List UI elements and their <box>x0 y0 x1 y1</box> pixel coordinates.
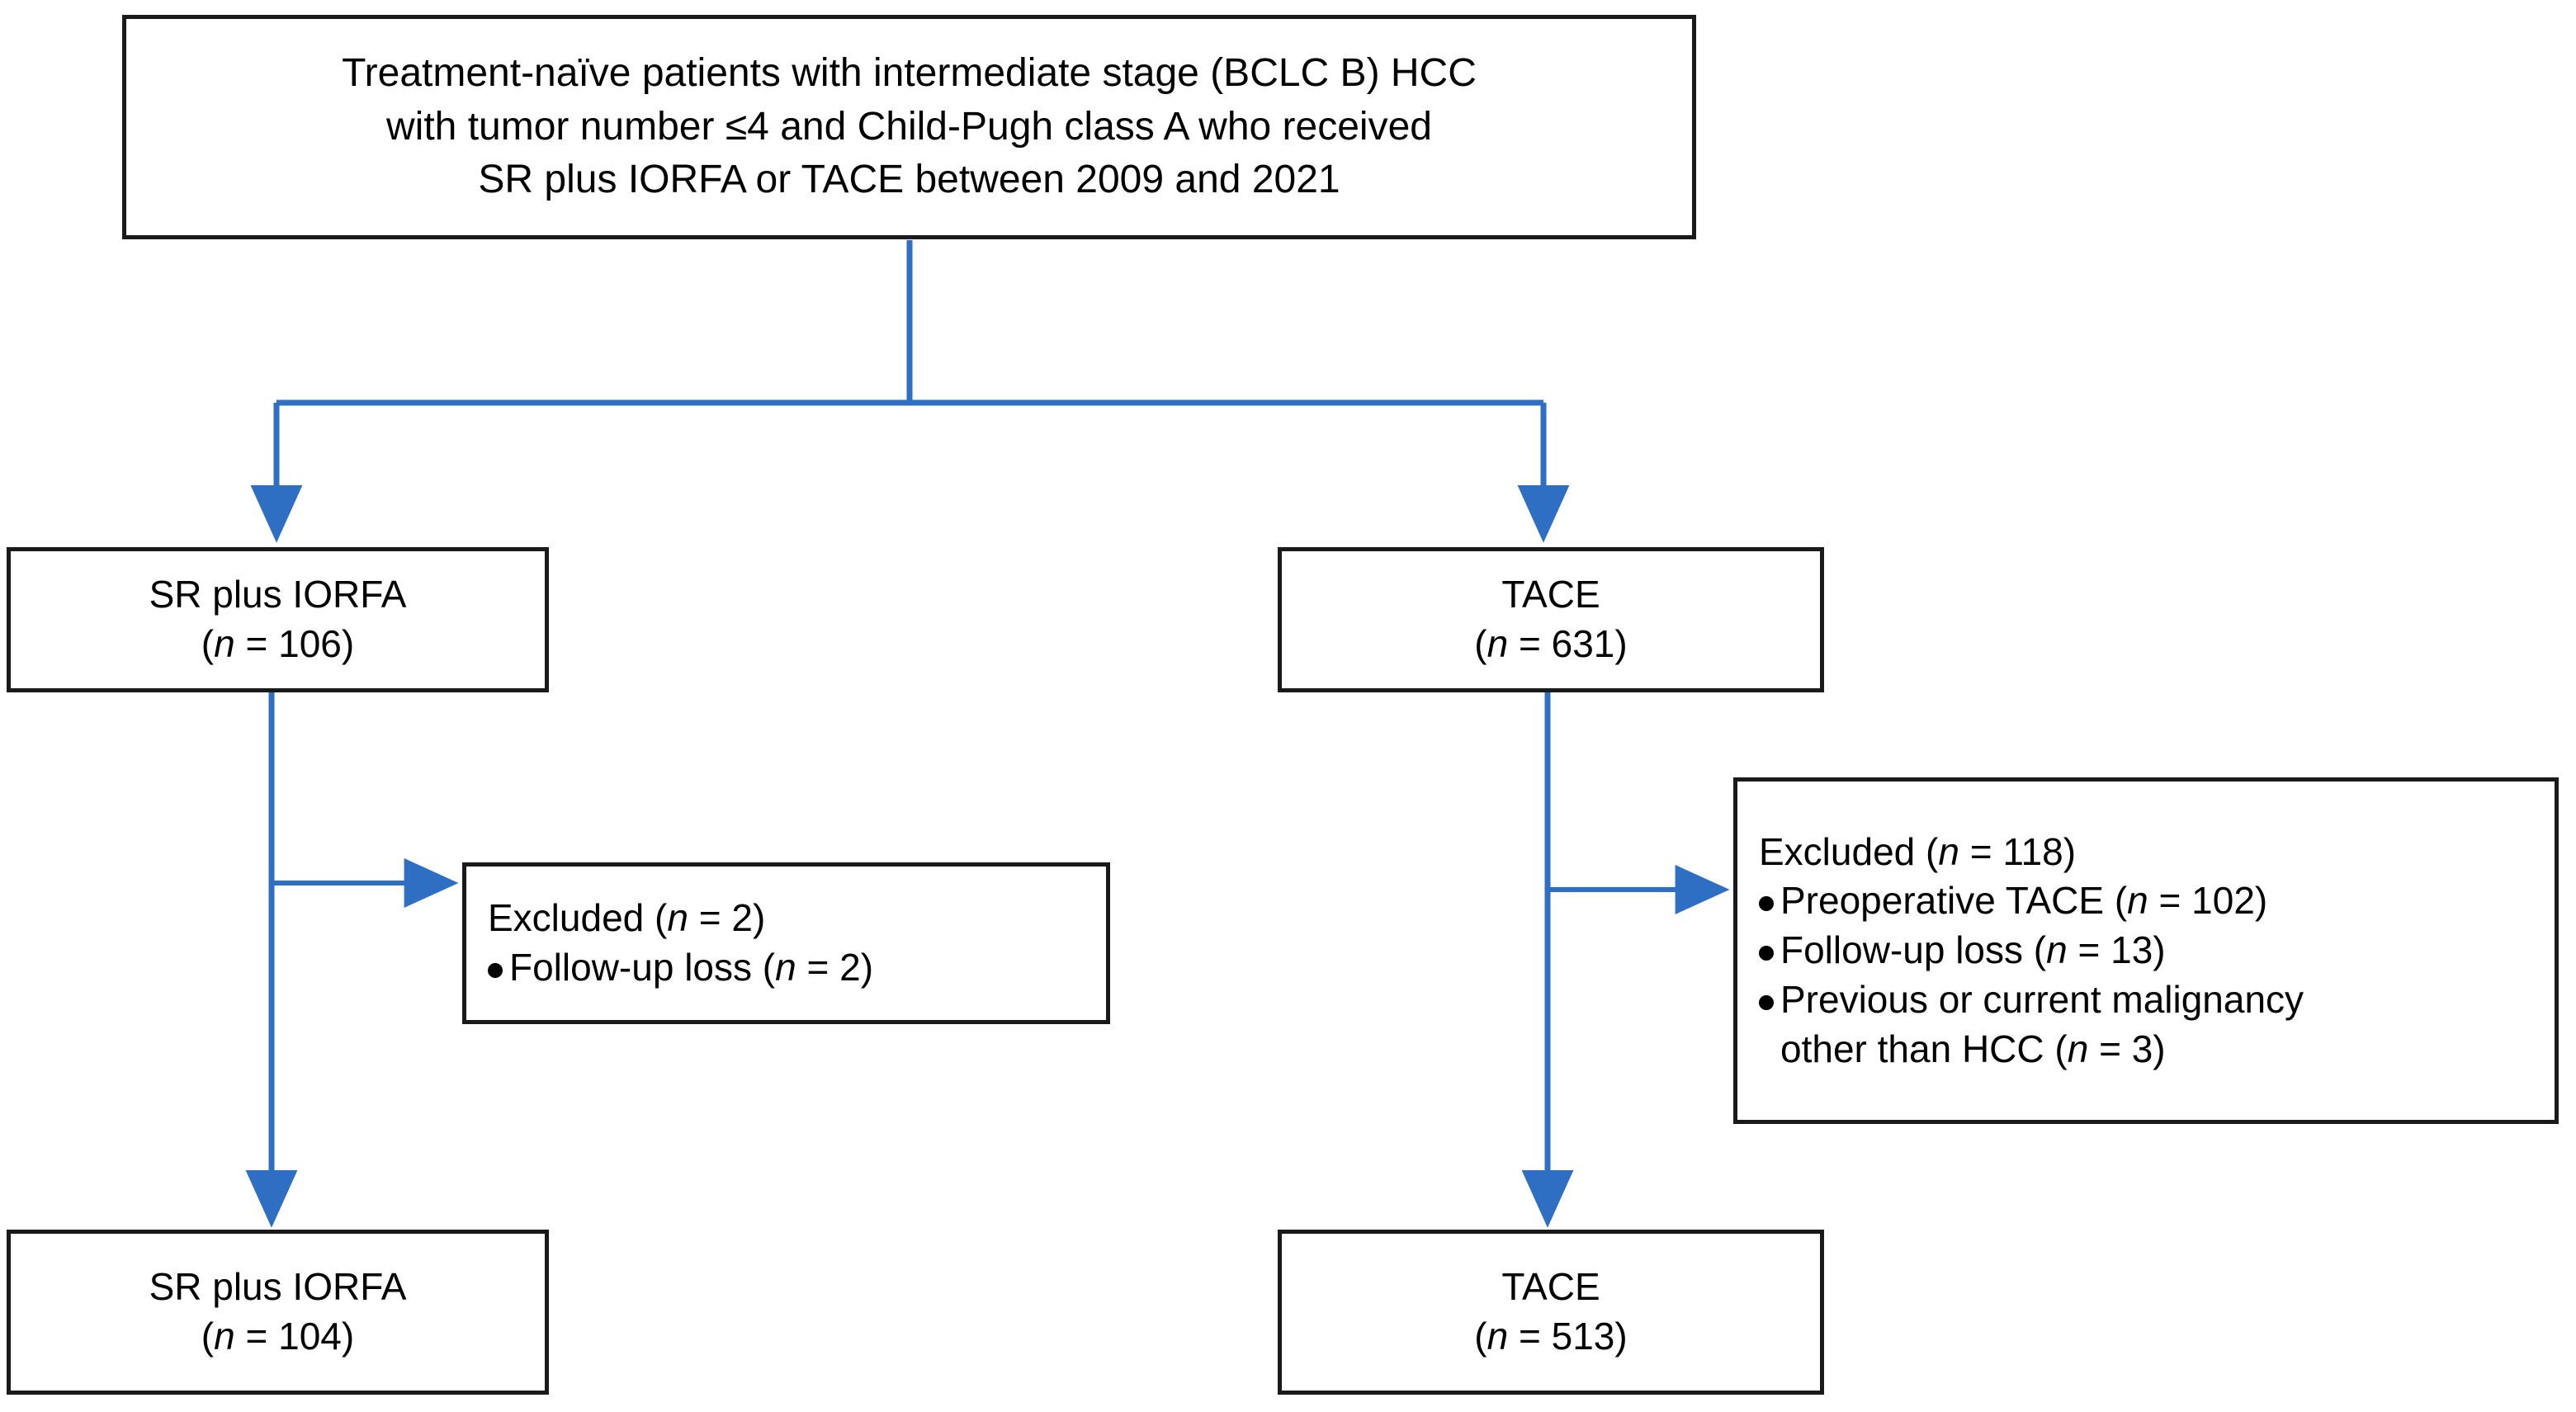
heading-prefix: Excluded ( <box>488 896 668 940</box>
node-exclusions-sr-plus-iorfa: Excluded (n = 2) Follow-up loss (n = 2) <box>462 862 1110 1024</box>
root-line-1: Treatment-naïve patients with intermedia… <box>342 51 1477 96</box>
paren-open: ( <box>201 622 215 665</box>
node-eligible-cohort: Treatment-naïve patients with intermedia… <box>122 15 1696 239</box>
heading-suffix: = 2) <box>688 896 766 940</box>
tace-enrolled-count: (n = 631) <box>1474 620 1627 669</box>
n-symbol: n <box>1487 1315 1509 1358</box>
tace-final-count: (n = 513) <box>1474 1312 1627 1362</box>
n-symbol: n <box>2127 879 2148 923</box>
n-symbol: n <box>214 622 235 665</box>
n-symbol: n <box>2046 928 2068 972</box>
item-suffix: = 102) <box>2148 879 2268 923</box>
excl-right-heading: Excluded (n = 118) <box>1759 828 2076 877</box>
bullet-dot-icon <box>1759 994 1774 1010</box>
sr-final-count: (n = 104) <box>201 1312 354 1362</box>
excl-left-heading: Excluded (n = 2) <box>488 894 765 943</box>
node-sr-plus-iorfa-final: SR plus IORFA (n = 104) <box>7 1230 549 1395</box>
node-tace-enrolled: TACE (n = 631) <box>1278 547 1824 692</box>
excl-right-item-2-text: Previous or current malignancy <box>1780 977 2304 1021</box>
n-value: = 513) <box>1508 1315 1628 1358</box>
n-symbol: n <box>214 1315 235 1358</box>
n-symbol: n <box>2067 1027 2089 1070</box>
cont-prefix: other than HCC ( <box>1780 1027 2068 1070</box>
item-suffix: = 2) <box>796 946 874 989</box>
excl-right-item-1: Follow-up loss (n = 13) <box>1759 926 2166 975</box>
tace-enrolled-label: TACE <box>1501 573 1600 616</box>
item-prefix: Follow-up loss ( <box>509 946 776 989</box>
n-symbol: n <box>775 946 796 989</box>
item-suffix: = 13) <box>2067 928 2166 972</box>
item-prefix: Preoperative TACE ( <box>1780 879 2128 923</box>
sr-final-label: SR plus IORFA <box>149 1265 407 1309</box>
heading-prefix: Excluded ( <box>1759 829 1939 873</box>
n-value: = 631) <box>1508 622 1628 665</box>
heading-suffix: = 118) <box>1959 829 2077 873</box>
excl-right-item-0-text: Preoperative TACE (n = 102) <box>1780 876 2267 926</box>
n-symbol: n <box>1487 622 1509 665</box>
excl-left-item-0-text: Follow-up loss (n = 2) <box>509 943 873 993</box>
tace-final-label: TACE <box>1501 1265 1600 1309</box>
root-line-2: with tumor number ≤4 and Child-Pugh clas… <box>386 104 1432 149</box>
paren-open: ( <box>1474 1315 1487 1358</box>
n-value: = 104) <box>234 1315 355 1358</box>
bullet-dot-icon <box>488 963 503 978</box>
excl-left-item-0: Follow-up loss (n = 2) <box>488 943 873 993</box>
sr-enrolled-label: SR plus IORFA <box>149 573 407 616</box>
bullet-dot-icon <box>1759 946 1774 961</box>
node-tace-final: TACE (n = 513) <box>1278 1230 1824 1395</box>
node-exclusions-tace: Excluded (n = 118) Preoperative TACE (n … <box>1733 777 2559 1124</box>
cont-suffix: = 3) <box>2088 1027 2166 1070</box>
n-symbol: n <box>667 896 688 940</box>
n-symbol: n <box>1938 829 1959 873</box>
root-line-3: SR plus IORFA or TACE between 2009 and 2… <box>478 158 1340 202</box>
sr-enrolled-count: (n = 106) <box>201 620 354 669</box>
excl-right-item-1-text: Follow-up loss (n = 13) <box>1780 926 2166 975</box>
excl-right-item-2: Previous or current malignancy <box>1759 975 2304 1025</box>
item-prefix: Follow-up loss ( <box>1780 928 2047 972</box>
excl-right-item-2-continuation: other than HCC (n = 3) <box>1759 1025 2166 1074</box>
excl-right-item-0: Preoperative TACE (n = 102) <box>1759 876 2267 926</box>
paren-open: ( <box>1474 622 1487 665</box>
n-value: = 106) <box>234 622 355 665</box>
bullet-dot-icon <box>1759 896 1774 912</box>
paren-open: ( <box>201 1315 215 1358</box>
node-sr-plus-iorfa-enrolled: SR plus IORFA (n = 106) <box>7 547 549 692</box>
